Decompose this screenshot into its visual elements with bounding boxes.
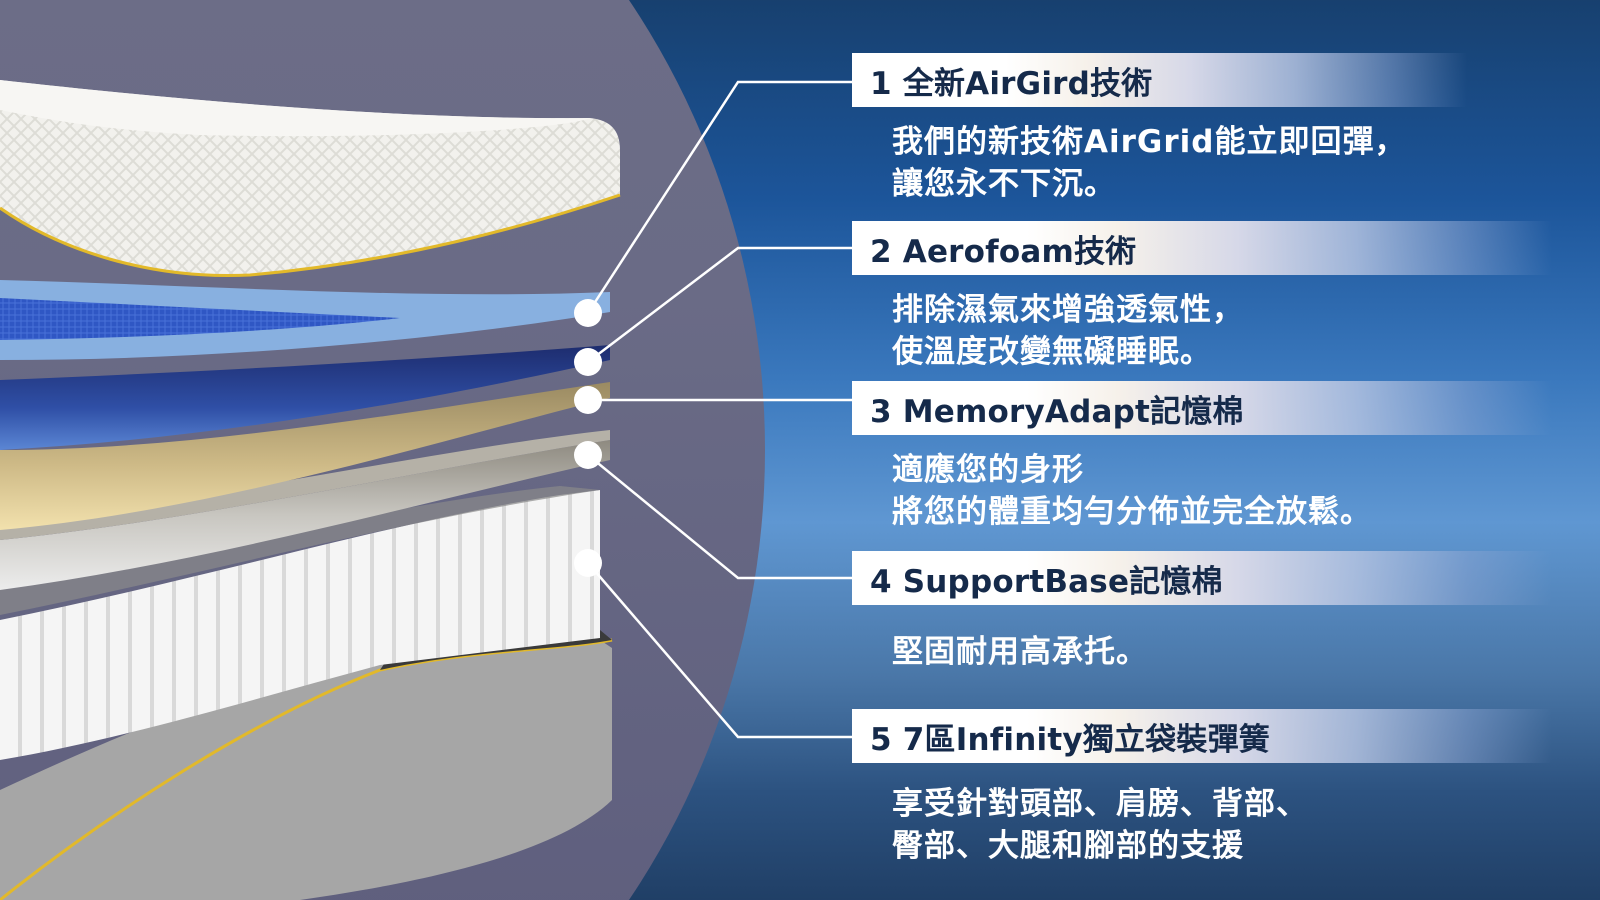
connector-lines (586, 80, 852, 739)
supportbase-foam-layer (0, 430, 610, 590)
dot-1 (574, 299, 602, 327)
feature-aerofoam: 2 Aerofoam技術 排除濕氣來增強透氣性， 使溫度改變無礙睡眠。 (852, 221, 1552, 373)
description-line: 適應您的身形 (892, 452, 1084, 488)
feature-title: 2 Aerofoam技術 (852, 221, 1552, 275)
dot-3 (574, 386, 602, 414)
description-line: 臀部、大腿和腳部的支援 (892, 828, 1244, 864)
feature-description: 堅固耐用高承托。 (852, 631, 1552, 673)
dot-4 (574, 441, 602, 469)
connector-5 (587, 562, 852, 739)
feature-memoryadapt: 3 MemoryAdapt記憶棉 適應您的身形 將您的體重均勻分佈並完全放鬆。 (852, 381, 1552, 533)
feature-title: 3 MemoryAdapt記憶棉 (852, 381, 1552, 435)
feature-title: 4 SupportBase記憶棉 (852, 551, 1552, 605)
pocket-springs-layer (0, 486, 600, 760)
description-line: 使溫度改變無礙睡眠。 (892, 334, 1212, 370)
feature-title: 5 7區Infinity獨立袋裝彈簧 (852, 709, 1552, 763)
description-line: 享受針對頭部、肩膀、背部、 (892, 786, 1308, 822)
feature-description: 我們的新技術AirGrid能立即回彈， 讓您永不下沉。 (852, 121, 1467, 205)
description-line: 堅固耐用高承托。 (892, 634, 1148, 670)
knit-cover-layer (0, 80, 621, 278)
dot-5 (574, 549, 602, 577)
connector-1 (586, 80, 852, 314)
connector-dots (574, 299, 602, 577)
airgrid-layer (0, 280, 610, 360)
description-line: 讓您永不下沉。 (892, 166, 1116, 202)
feature-description: 適應您的身形 將您的體重均勻分佈並完全放鬆。 (852, 449, 1552, 533)
feature-description: 享受針對頭部、肩膀、背部、 臀部、大腿和腳部的支援 (852, 783, 1552, 867)
feature-title: 1 全新AirGird技術 (852, 53, 1467, 107)
connector-2 (587, 246, 852, 363)
description-line: 將您的體重均勻分佈並完全放鬆。 (892, 494, 1372, 530)
feature-description: 排除濕氣來增強透氣性， 使溫度改變無礙睡眠。 (852, 289, 1552, 373)
dot-2 (574, 348, 602, 376)
description-line: 排除濕氣來增強透氣性， (892, 292, 1244, 328)
feature-airgrid: 1 全新AirGird技術 我們的新技術AirGrid能立即回彈， 讓您永不下沉… (852, 53, 1467, 205)
connector-4 (587, 454, 852, 580)
memoryadapt-foam-layer (0, 382, 610, 530)
aerofoam-layer (0, 345, 610, 450)
feature-supportbase: 4 SupportBase記憶棉 堅固耐用高承托。 (852, 551, 1552, 673)
feature-pocket-springs: 5 7區Infinity獨立袋裝彈簧 享受針對頭部、肩膀、背部、 臀部、大腿和腳… (852, 709, 1552, 867)
description-line: 我們的新技術AirGrid能立即回彈， (892, 124, 1407, 160)
